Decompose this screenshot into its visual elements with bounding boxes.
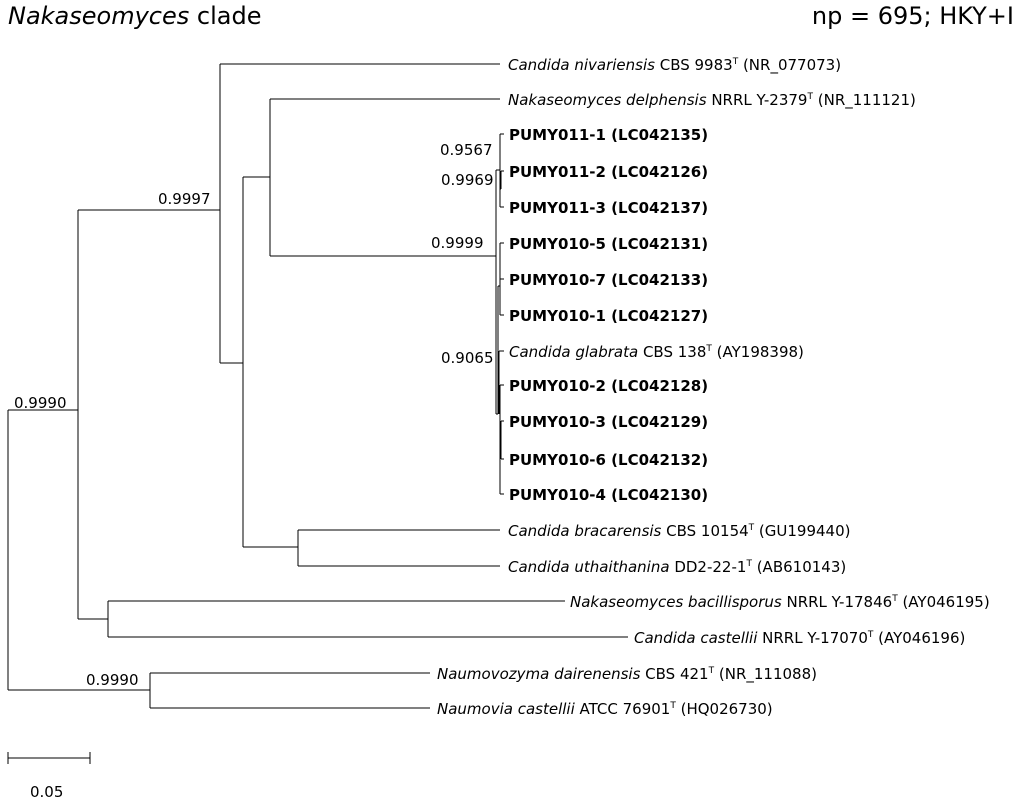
- taxon-label-pumy010-3: PUMY010-3 (LC042129): [509, 413, 708, 431]
- taxon-label-pumy010-5: PUMY010-5 (LC042131): [509, 235, 708, 253]
- taxon-accession: (GU199440): [754, 522, 850, 540]
- taxon-accession: (HQ026730): [676, 700, 773, 718]
- taxon-species: Candida bracarensis: [508, 522, 662, 540]
- taxon-label-naumovia: Naumovia castellii ATCC 76901T (HQ026730…: [437, 700, 773, 718]
- taxon-accession: (AB610143): [752, 558, 846, 576]
- taxon-accession: (NR_077073): [738, 56, 841, 75]
- taxon-label-glabrata: Candida glabrata CBS 138T (AY198398): [509, 343, 804, 361]
- taxon-label-castellii: Candida castellii NRRL Y-17070T (AY04619…: [634, 629, 965, 647]
- support-value-outgroup: 0.9990: [86, 671, 139, 689]
- taxon-species: Naumovia castellii: [437, 700, 576, 718]
- taxon-label-pumy011-2: PUMY011-2 (LC042126): [509, 163, 708, 181]
- taxon-strain: NRRL Y-17846: [782, 593, 892, 611]
- taxon-species: Candida uthaithanina: [508, 558, 670, 576]
- taxon-strain: CBS 9983: [655, 56, 733, 74]
- taxon-label-pumy011-3: PUMY011-3 (LC042137): [509, 199, 708, 217]
- taxon-label-delphensis: Nakaseomyces delphensis NRRL Y-2379T (NR…: [508, 91, 916, 110]
- type-strain-mark: T: [867, 630, 874, 640]
- scale-bar-label: 0.05: [30, 783, 63, 801]
- taxon-label-pumy010-7: PUMY010-7 (LC042133): [509, 271, 708, 289]
- support-value-glabrata-inner: 0.9065: [441, 349, 494, 367]
- type-strain-mark: T: [745, 559, 752, 569]
- type-strain-mark: T: [806, 92, 813, 102]
- taxon-accession: (NR_111121): [813, 91, 916, 110]
- type-strain-mark: T: [748, 523, 755, 533]
- taxon-strain: NRRL Y-2379: [707, 91, 808, 109]
- taxon-label-pumy010-2: PUMY010-2 (LC042128): [509, 377, 708, 395]
- taxon-label-pumy010-1: PUMY010-1 (LC042127): [509, 307, 708, 325]
- taxon-species: Candida nivariensis: [508, 56, 655, 74]
- taxon-labels: Candida nivariensis CBS 9983T (NR_077073…: [437, 56, 990, 718]
- support-value-pumy011: 0.9567: [440, 141, 493, 159]
- support-value-root: 0.9990: [14, 394, 67, 412]
- support-value-pumy011-inner: 0.9969: [441, 171, 494, 189]
- taxon-strain: CBS 10154: [661, 522, 748, 540]
- taxon-accession: (AY046196): [873, 629, 965, 647]
- taxon-strain: NRRL Y-17070: [757, 629, 867, 647]
- type-strain-mark: T: [891, 594, 898, 604]
- title-genus: Nakaseomyces: [8, 2, 190, 30]
- taxon-accession: (NR_111088): [714, 665, 817, 684]
- title-suffix: clade: [189, 2, 262, 30]
- taxon-strain: CBS 138: [638, 343, 706, 361]
- type-strain-mark: T: [669, 701, 676, 711]
- support-value-glabrata-clade: 0.9999: [431, 234, 484, 252]
- tree-branches: [7, 63, 628, 764]
- support-values: 0.9990 0.9997 0.9567 0.9969 0.9999 0.9065 0.99…: [14, 141, 494, 689]
- taxon-label-pumy010-4: PUMY010-4 (LC042130): [509, 486, 708, 504]
- taxon-species: Candida castellii: [634, 629, 758, 647]
- taxon-species: Nakaseomyces delphensis: [508, 91, 707, 109]
- figure-title: Nakaseomyces clade: [8, 2, 261, 30]
- taxon-strain: CBS 421: [640, 665, 708, 683]
- taxon-strain: DD2-22-1: [670, 558, 747, 576]
- taxon-label-uthaithanina: Candida uthaithanina DD2-22-1T (AB610143…: [508, 558, 846, 576]
- taxon-label-pumy010-6: PUMY010-6 (LC042132): [509, 451, 708, 469]
- taxon-label-pumy011-1: PUMY011-1 (LC042135): [509, 126, 708, 144]
- type-strain-mark: T: [708, 666, 715, 676]
- taxon-label-dairenensis: Naumovozyma dairenensis CBS 421T (NR_111…: [437, 665, 817, 684]
- taxon-strain: ATCC 76901: [575, 700, 671, 718]
- taxon-species: Naumovozyma dairenensis: [437, 665, 641, 683]
- taxon-label-nivariensis: Candida nivariensis CBS 9983T (NR_077073…: [508, 56, 841, 75]
- taxon-species: Nakaseomyces bacillisporus: [570, 593, 782, 611]
- taxon-label-bacillisporus: Nakaseomyces bacillisporus NRRL Y-17846T…: [570, 593, 990, 611]
- type-strain-mark: T: [732, 57, 739, 67]
- type-strain-mark: T: [705, 344, 712, 354]
- taxon-label-bracarensis: Candida bracarensis CBS 10154T (GU199440…: [508, 522, 851, 540]
- model-note: np = 695; HKY+I: [811, 2, 1014, 30]
- support-value-main: 0.9997: [158, 190, 211, 208]
- taxon-species: Candida glabrata: [509, 343, 638, 361]
- taxon-accession: (AY046195): [898, 593, 990, 611]
- taxon-accession: (AY198398): [712, 343, 804, 361]
